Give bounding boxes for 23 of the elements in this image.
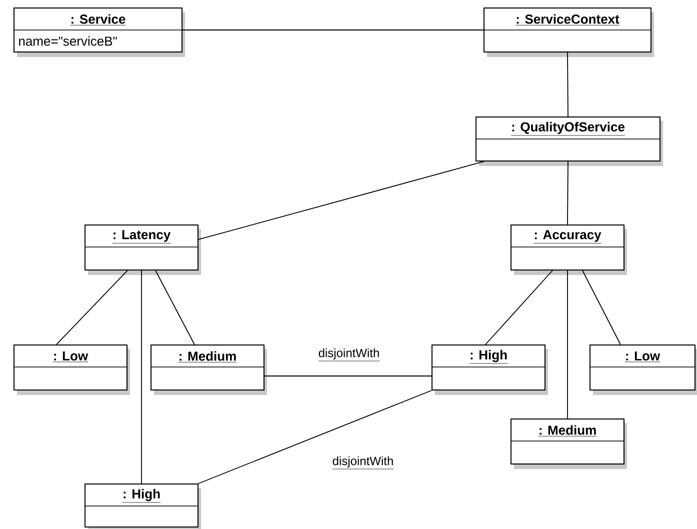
association-line (155, 270, 195, 345)
object-box: : Latency (84, 224, 201, 275)
object-box: : Service name="serviceB" (14, 8, 185, 57)
edge-label: disjointWith (317, 347, 381, 363)
association-line (567, 52, 568, 117)
association-line (198, 161, 484, 240)
object-box: : ServiceContext (484, 8, 654, 57)
object-box: : Low (590, 344, 697, 395)
object-box: : QualityOfService (476, 116, 663, 166)
object-box: : Low (14, 344, 130, 395)
edge-label: disjointWith (331, 455, 395, 471)
association-line (582, 270, 621, 345)
association-line (56, 270, 128, 345)
association-line (567, 161, 568, 225)
association-line (198, 390, 432, 484)
association-line (567, 270, 568, 419)
association-line (141, 270, 142, 484)
association-line (485, 270, 553, 345)
object-box: : Medium (510, 418, 627, 469)
object-box: : High (432, 344, 548, 395)
object-box: : High (84, 484, 201, 529)
object-box: : Medium (150, 344, 267, 395)
object-box: : Accuracy (510, 224, 627, 275)
